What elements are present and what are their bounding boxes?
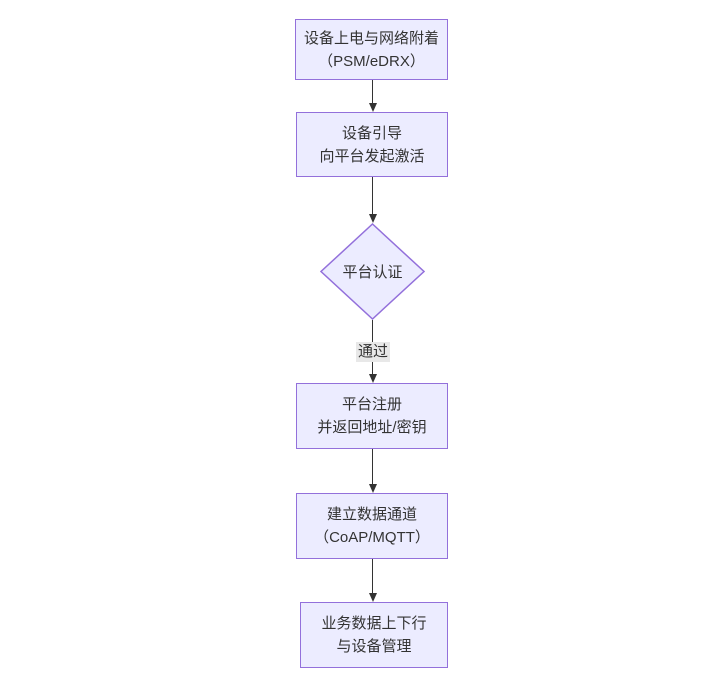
node-line: 平台认证 xyxy=(342,264,403,281)
arrow-line xyxy=(372,449,373,484)
flowchart-node-data-channel: 建立数据通道 （CoAP/MQTT） xyxy=(296,493,448,559)
arrow-line xyxy=(372,177,373,214)
node-line: 业务数据上下行 xyxy=(321,615,427,632)
arrow-register-to-channel xyxy=(368,449,377,493)
edge-label-pass: 通过 xyxy=(355,342,391,362)
diamond-shape xyxy=(320,223,425,320)
arrowhead-icon xyxy=(368,214,377,223)
arrow-power-to-bootstrap xyxy=(368,80,377,112)
flowchart-node-bootstrap: 设备引导 向平台发起激活 xyxy=(296,112,448,177)
arrowhead-icon xyxy=(368,593,377,602)
arrowhead-icon xyxy=(368,374,377,383)
arrow-line xyxy=(372,559,373,593)
arrow-channel-to-business xyxy=(368,559,377,602)
node-line: 建立数据通道 xyxy=(326,506,417,523)
flowchart-node-power-attach: 设备上电与网络附着 （PSM/eDRX） xyxy=(295,19,448,80)
node-line: 平台注册 xyxy=(341,396,402,413)
node-line: 向平台发起激活 xyxy=(319,147,425,165)
flowchart-node-platform-register: 平台注册 并返回地址/密钥 xyxy=(296,383,448,449)
arrow-line xyxy=(372,80,373,103)
flowchart-node-platform-auth: 平台认证 xyxy=(320,223,425,320)
node-line: 设备引导 xyxy=(341,124,402,142)
arrowhead-icon xyxy=(368,103,377,112)
node-line: （PSM/eDRX） xyxy=(318,52,425,70)
node-line: （CoAP/MQTT） xyxy=(314,529,430,546)
node-line: 与设备管理 xyxy=(336,638,412,655)
node-line: 并返回地址/密钥 xyxy=(317,419,427,436)
flowchart-node-business-data: 业务数据上下行 与设备管理 xyxy=(300,602,448,668)
arrow-bootstrap-to-auth xyxy=(368,177,377,223)
node-line: 设备上电与网络附着 xyxy=(303,29,439,47)
arrowhead-icon xyxy=(368,484,377,493)
